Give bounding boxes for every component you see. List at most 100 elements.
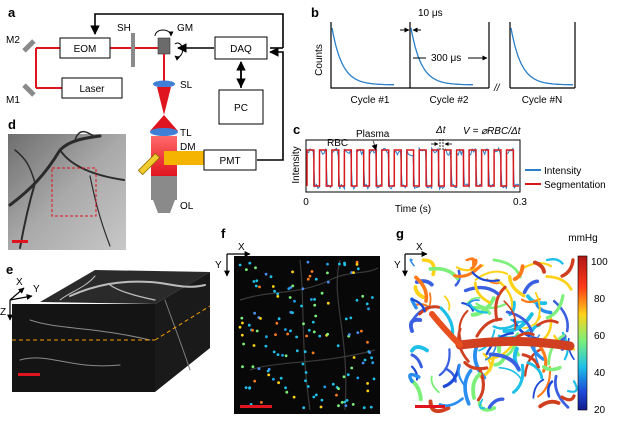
vessel-segment (554, 374, 570, 409)
po2-point (314, 314, 318, 318)
po2-point (308, 274, 312, 278)
po2-point (244, 386, 248, 389)
pmt-box (203, 149, 257, 171)
po2-point (301, 362, 305, 366)
x-tick-0: 0 (303, 197, 309, 208)
po2-point (295, 349, 299, 353)
vessel-segment (526, 361, 544, 380)
vessel-segment (470, 296, 496, 317)
colorbar-tick-80: 80 (594, 294, 606, 305)
roi-box (51, 167, 97, 217)
control-arrows (90, 13, 284, 161)
po2-point (300, 304, 303, 308)
scale-bar-d (12, 240, 28, 243)
vessel-segment (473, 281, 491, 304)
axis-break-mark: // (493, 83, 501, 94)
vessel-segment (512, 264, 525, 282)
panel-c-plot-frame (305, 139, 521, 193)
velocity-formula: V = ⌀RBC/Δt (463, 126, 522, 137)
po2-point (242, 342, 246, 346)
po2-point (265, 335, 268, 339)
po2-point (271, 285, 275, 288)
laser-label: Laser (79, 84, 105, 95)
volume-front-face (12, 304, 155, 392)
po2-point (343, 400, 347, 404)
colorbar-tick-20: 20 (594, 405, 606, 416)
po2-point (304, 371, 308, 374)
x-tick-0-3: 0.3 (513, 197, 527, 208)
po2-point (362, 406, 366, 410)
shutter-sh (131, 33, 135, 67)
panel-b-letter: b (311, 5, 319, 20)
po2-point (285, 390, 289, 394)
vessel-segment (457, 363, 467, 387)
po2-point (355, 260, 359, 264)
annotation-rbc: RBC (327, 138, 348, 149)
tube-lens-icon (150, 128, 178, 136)
po2-point (277, 381, 280, 385)
legend-segmentation-label: Segmentation (544, 180, 606, 191)
po2-point (310, 298, 313, 301)
po2-point (253, 311, 256, 315)
vessel-segment (522, 315, 542, 329)
po2-point (361, 361, 365, 365)
scale-bar-e (18, 373, 40, 376)
po2-point (255, 279, 259, 283)
po2-point (326, 332, 329, 336)
galvo-mirror-icon (157, 37, 171, 55)
label-m1: M1 (6, 95, 20, 106)
vessel-segment (532, 378, 545, 399)
axis-e-x: X (16, 277, 23, 288)
vessel-segment (560, 394, 576, 402)
vessel-segment (471, 372, 482, 400)
po2-point (335, 393, 338, 397)
po2-measurement-points (238, 260, 376, 410)
po2-point (320, 398, 324, 402)
vessel-segment (438, 348, 451, 377)
vessel-segment (521, 353, 540, 369)
vessel-segment (533, 334, 541, 364)
po2-point (306, 260, 310, 264)
po2-point (284, 354, 288, 358)
vessel-segment (410, 365, 419, 381)
po2-point (318, 334, 322, 338)
vessel-segment (487, 397, 505, 410)
colorbar-tick-40: 40 (594, 368, 606, 379)
po2-point (326, 262, 329, 266)
po2-point (303, 350, 307, 354)
po2-point (366, 340, 369, 344)
vessel-segment (552, 299, 569, 333)
vessel-segment (458, 309, 469, 344)
axis-g-x: X (416, 242, 423, 253)
vessel-segment (475, 302, 508, 310)
po2-point (337, 387, 340, 390)
po2-point (275, 321, 279, 325)
po2-point (286, 332, 289, 336)
f-vessel-2 (249, 349, 376, 371)
po2-point (302, 322, 305, 326)
vessel-segment (418, 305, 441, 316)
po2-point (292, 395, 296, 399)
laser-box (61, 77, 123, 99)
vessel-segment (534, 292, 541, 326)
po2-point (253, 379, 257, 383)
vessel-segment (463, 285, 500, 296)
po2-point (238, 263, 242, 267)
po2-point (293, 299, 296, 303)
panel-c-letter: c (293, 122, 300, 137)
vessel-segment (444, 367, 457, 383)
po2-point (366, 389, 370, 393)
po2-point (349, 316, 353, 320)
po2-point (248, 261, 252, 265)
po2-point (312, 395, 316, 399)
po2-point (356, 267, 360, 271)
vessel-segment (546, 380, 554, 398)
po2-point (289, 329, 292, 333)
panel-e: e X Y Z (0, 262, 211, 392)
decay-curve-2 (410, 27, 474, 86)
vessel-segment (409, 258, 415, 267)
cycle-label-1: Cycle #1 (351, 95, 390, 106)
galvo-rotation-icon (154, 29, 174, 37)
po2-point (260, 401, 263, 404)
po2-point (314, 277, 318, 281)
